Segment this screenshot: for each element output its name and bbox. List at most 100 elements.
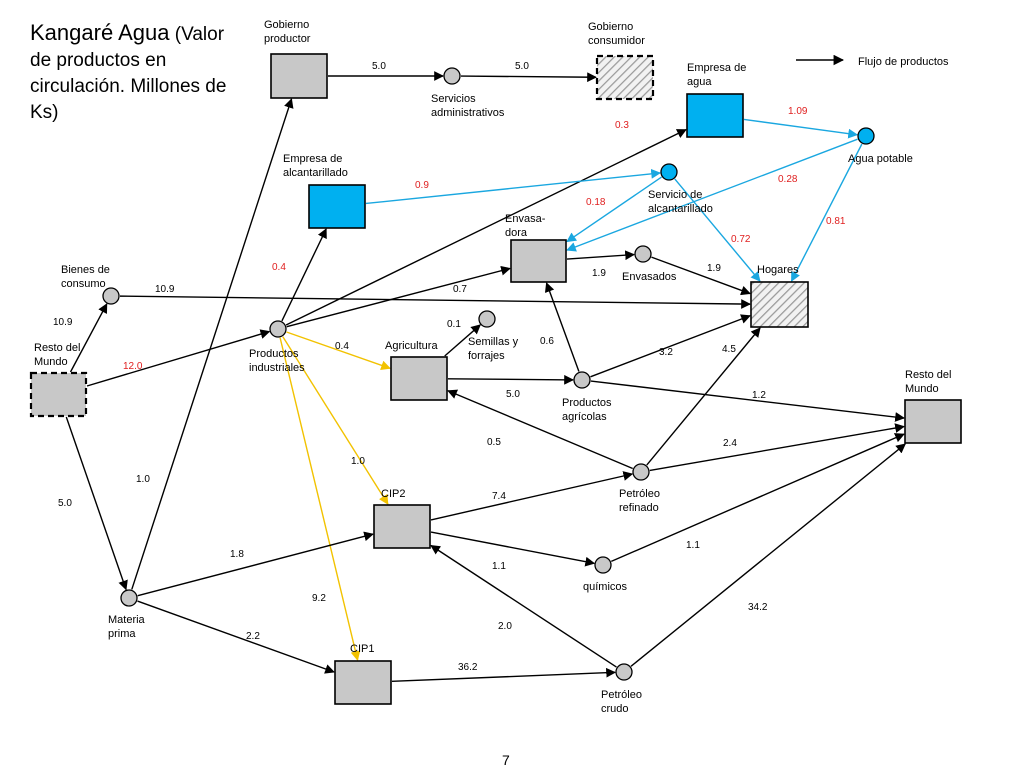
title-rest: (Valor de productos en circulación. Mill… (30, 24, 227, 123)
flow-arrow-prodagr-hogares (590, 314, 751, 378)
node-label-envasados: Envasados (622, 271, 677, 283)
node-emp-alc (308, 184, 366, 229)
flow-arrow-materia-cip1 (137, 600, 335, 674)
flow-arrow-cip2-petroref (430, 471, 634, 521)
flow-value-prodind-cip2: 1.0 (351, 456, 365, 467)
page-number: 7 (502, 752, 510, 768)
flow-arrow-servalc-envasadora (566, 176, 662, 243)
flow-arrow-empagua-aguapot (743, 118, 859, 139)
node-petro-ref (632, 463, 650, 481)
flow-value-aguapot-envasadora: 0.28 (778, 174, 798, 185)
flow-arrow-petrocrudo-restoder (630, 443, 907, 667)
flow-value-empalc-servalc: 0.9 (415, 180, 429, 191)
flow-arrow-prodind-agricultura (286, 331, 391, 371)
flow-value-cip2-quimicos: 1.1 (492, 561, 506, 572)
flow-value-quimicos-restoder: 1.1 (686, 540, 700, 551)
flow-value-gobprod-servadm: 5.0 (372, 61, 386, 72)
flow-value-bienes-hogares: 10.9 (155, 284, 175, 295)
flow-value-envasados-hogares: 1.9 (707, 263, 721, 274)
flow-value-agricultura-semillas: 0.1 (447, 319, 461, 330)
node-prod-ind (269, 320, 287, 338)
flow-value-petroref-restoder: 2.4 (723, 438, 737, 449)
flow-value-prodagr-restoder: 1.2 (752, 390, 766, 401)
node-label-hogares: Hogares (757, 264, 799, 276)
flow-arrow-prodind-cip1 (279, 337, 361, 661)
flow-value-materia-gobprod: 1.0 (136, 474, 150, 485)
flow-value-resto-prodind: 12.0 (123, 361, 143, 372)
flow-value-materia-cip1: 2.2 (246, 631, 260, 642)
flow-arrow-prodind-empalc (281, 228, 327, 322)
node-gob-prod (270, 53, 328, 99)
node-label-cip2: CIP2 (381, 488, 405, 500)
node-resto-der (904, 399, 962, 444)
flow-value-aguapot-hogares: 0.81 (826, 216, 846, 227)
flow-value-servadm-gobcons: 5.0 (515, 61, 529, 72)
node-serv-adm (443, 67, 461, 85)
node-label-cip1: CIP1 (350, 643, 374, 655)
flow-arrow-quimicos-restoder (610, 433, 905, 563)
legend-label: Flujo de productos (858, 56, 949, 68)
flow-value-prodind-agricultura: 0.4 (335, 341, 349, 352)
diagram-title: Kangaré Agua (Valor de productos en circ… (30, 20, 240, 126)
node-hogares (750, 281, 809, 328)
flow-arrow-envasados-hogares (651, 256, 751, 296)
node-agricultura (390, 356, 448, 401)
flow-value-cip1-petrocrudo: 36.2 (458, 662, 478, 673)
flow-value-agricultura-prodagr: 5.0 (506, 389, 520, 400)
flow-arrow-agricultura-prodagr (447, 374, 574, 385)
flow-arrow-servalc-hogares (674, 178, 761, 282)
flow-arrow-materia-cip2 (137, 531, 374, 597)
flow-arrow-resto-bienes (69, 303, 108, 373)
node-materia (120, 589, 138, 607)
node-semillas (478, 310, 496, 328)
node-label-quimicos: químicos (583, 581, 628, 593)
flow-arrow-empalc-servalc (365, 168, 662, 205)
flow-arrow-prodind-cip2 (282, 336, 389, 505)
flow-value-petroref-hogares: 4.5 (722, 344, 736, 355)
flow-value-envasadora-envasados: 1.9 (592, 268, 606, 279)
node-cip2 (373, 504, 431, 549)
title-main: Kangaré Agua (30, 20, 170, 45)
flow-value-resto-materia: 5.0 (58, 498, 72, 509)
node-envasados (634, 245, 652, 263)
legend: Flujo de productos (796, 54, 949, 68)
node-cip1 (334, 660, 392, 705)
flow-value-prodagr-envasadora: 0.6 (540, 336, 554, 347)
node-emp-agua (686, 93, 744, 138)
flow-arrow-petroref-hogares (646, 327, 761, 466)
node-resto-izq (29, 371, 88, 418)
flow-value-servalc-envasadora: 0.18 (586, 197, 606, 208)
flow-arrow-cip1-petrocrudo (391, 667, 616, 683)
flow-arrow-servadm-gobcons (460, 72, 597, 83)
flow-value-resto-bienes: 10.9 (53, 317, 73, 328)
node-envasadora (510, 239, 567, 283)
flow-value-prodind-cip1: 9.2 (312, 593, 326, 604)
flow-arrow-petroref-agricultura (447, 389, 633, 470)
flow-arrow-agricultura-semillas (444, 324, 481, 357)
flow-arrow-materia-gobprod (131, 98, 294, 590)
flow-value-petrocrudo-restoder: 34.2 (748, 602, 768, 613)
flow-arrow-petroref-restoder (649, 423, 905, 472)
flow-arrow-prodagr-restoder (590, 380, 905, 422)
flow-arrows (65, 71, 907, 683)
flow-value-cip2-petroref: 7.4 (492, 491, 506, 502)
flow-value-petroref-agricultura: 0.5 (487, 437, 501, 448)
flow-arrow-envasadora-envasados (566, 250, 635, 261)
flow-value-servalc-hogares: 0.72 (731, 234, 751, 245)
flow-arrow-prodind-empagua (285, 129, 687, 326)
